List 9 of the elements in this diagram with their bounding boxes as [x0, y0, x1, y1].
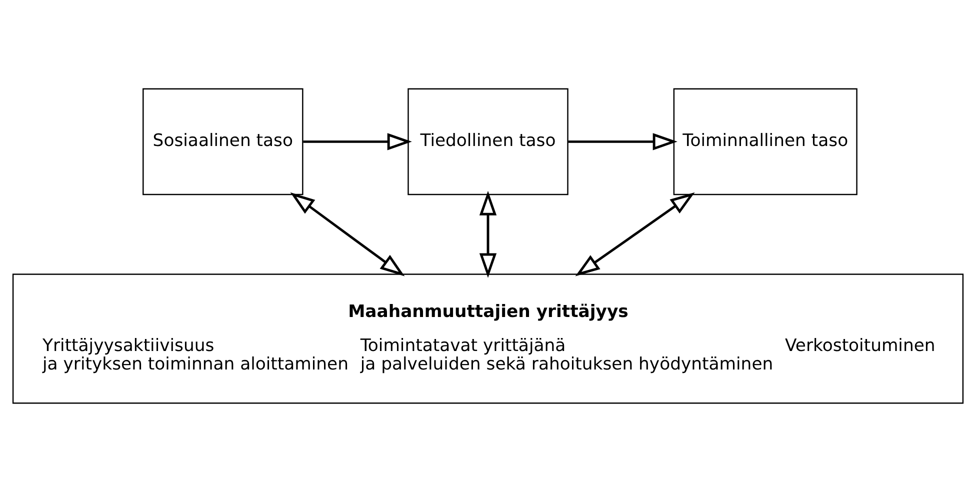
arrow [479, 190, 497, 278]
node-box: Tiedollinen taso [408, 88, 568, 195]
arrow [303, 132, 412, 150]
node-box: Toiminnallinen taso [673, 88, 858, 195]
node-box: Sosiaalinen taso [142, 88, 304, 195]
arrow [568, 132, 678, 150]
arrow [290, 192, 405, 276]
node-box: Maahanmuuttajien yrittäjyys Yrittäjyysaktiivisuus ja yrityksen toiminnan aloittaminen Toimintatavat yrittäjänä ja palveluiden sekä rahoituksen hyödyntäminen Verkostoituminen [12, 273, 964, 404]
arrow [575, 192, 695, 276]
